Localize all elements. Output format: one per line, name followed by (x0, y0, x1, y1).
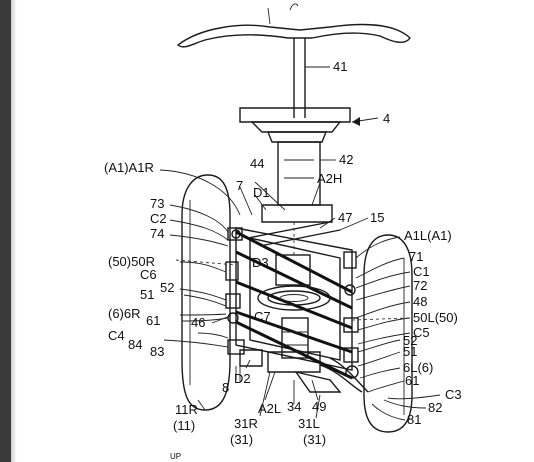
reference-labels: 41 4 42 44 (A1)A1R A2H 7 D1 73 C2 74 47 … (104, 59, 462, 461)
label-83: 83 (150, 344, 164, 359)
label-42: 42 (339, 152, 353, 167)
label-71: 71 (409, 249, 423, 264)
steering-shaft (293, 38, 306, 118)
label-A1L: A1L(A1) (404, 228, 452, 243)
label-84: 84 (128, 337, 142, 352)
left-joints (343, 251, 359, 379)
label-C5: C5 (413, 325, 430, 340)
label-31R: 31R (234, 416, 258, 431)
label-48: 48 (413, 294, 427, 309)
label-61-left: 61 (405, 373, 419, 388)
bottom-assembly (235, 349, 369, 393)
label-8: 8 (222, 380, 229, 395)
label-82: 82 (428, 400, 442, 415)
label-6L: 6L(6) (403, 360, 433, 375)
label-46: 46 (191, 315, 205, 330)
handlebar (176, 3, 411, 48)
label-49: 49 (312, 399, 326, 414)
label-15: 15 (370, 210, 384, 225)
wheel-11R (181, 174, 231, 411)
label-31-left: (31) (303, 432, 326, 447)
frame-body (235, 221, 353, 380)
label-51-left: 51 (403, 344, 417, 359)
label-61-right: 61 (146, 313, 160, 328)
label-D3: D3 (252, 255, 269, 270)
label-C7: C7 (254, 309, 271, 324)
upper-column (261, 141, 333, 223)
label-34: 34 (287, 399, 301, 414)
scan-edge-shade (11, 0, 17, 462)
label-81: 81 (407, 412, 421, 427)
label-C3: C3 (445, 387, 462, 402)
label-52-right: 52 (160, 280, 174, 295)
dashed-lines (175, 222, 411, 321)
label-50L: 50L(50) (413, 310, 458, 325)
label-44: 44 (250, 156, 264, 171)
label-C6: C6 (140, 267, 157, 282)
label-11: (11) (173, 418, 195, 433)
label-C1: C1 (413, 264, 430, 279)
label-D1: D1 (253, 185, 270, 200)
label-50R: (50)50R (108, 254, 155, 269)
label-D2: D2 (234, 371, 251, 386)
label-up: UP (170, 452, 181, 461)
wheel-11L (363, 234, 413, 433)
label-74: 74 (150, 226, 164, 241)
label-47: 47 (338, 210, 352, 225)
label-31L: 31L (298, 416, 320, 431)
label-41: 41 (333, 59, 347, 74)
label-A1R: (A1)A1R (104, 160, 154, 175)
label-52-left: 52 (403, 333, 417, 348)
label-A2L: A2L (258, 401, 281, 416)
label-A2H: A2H (317, 171, 342, 186)
label-4: 4 (383, 111, 390, 126)
label-7: 7 (236, 178, 243, 193)
label-51-right: 51 (140, 287, 154, 302)
handle-mount (239, 107, 351, 143)
label-31-right: (31) (230, 432, 253, 447)
label-72: 72 (413, 278, 427, 293)
scan-edge-bar (0, 0, 11, 462)
right-joints (225, 227, 245, 355)
motor-unit (257, 254, 331, 359)
label-11R: 11R (175, 402, 198, 417)
leader-lines (159, 66, 441, 421)
label-73: 73 (150, 196, 164, 211)
label-C4: C4 (108, 328, 125, 343)
label-6R: (6)6R (108, 306, 141, 321)
label-C2: C2 (150, 211, 167, 226)
